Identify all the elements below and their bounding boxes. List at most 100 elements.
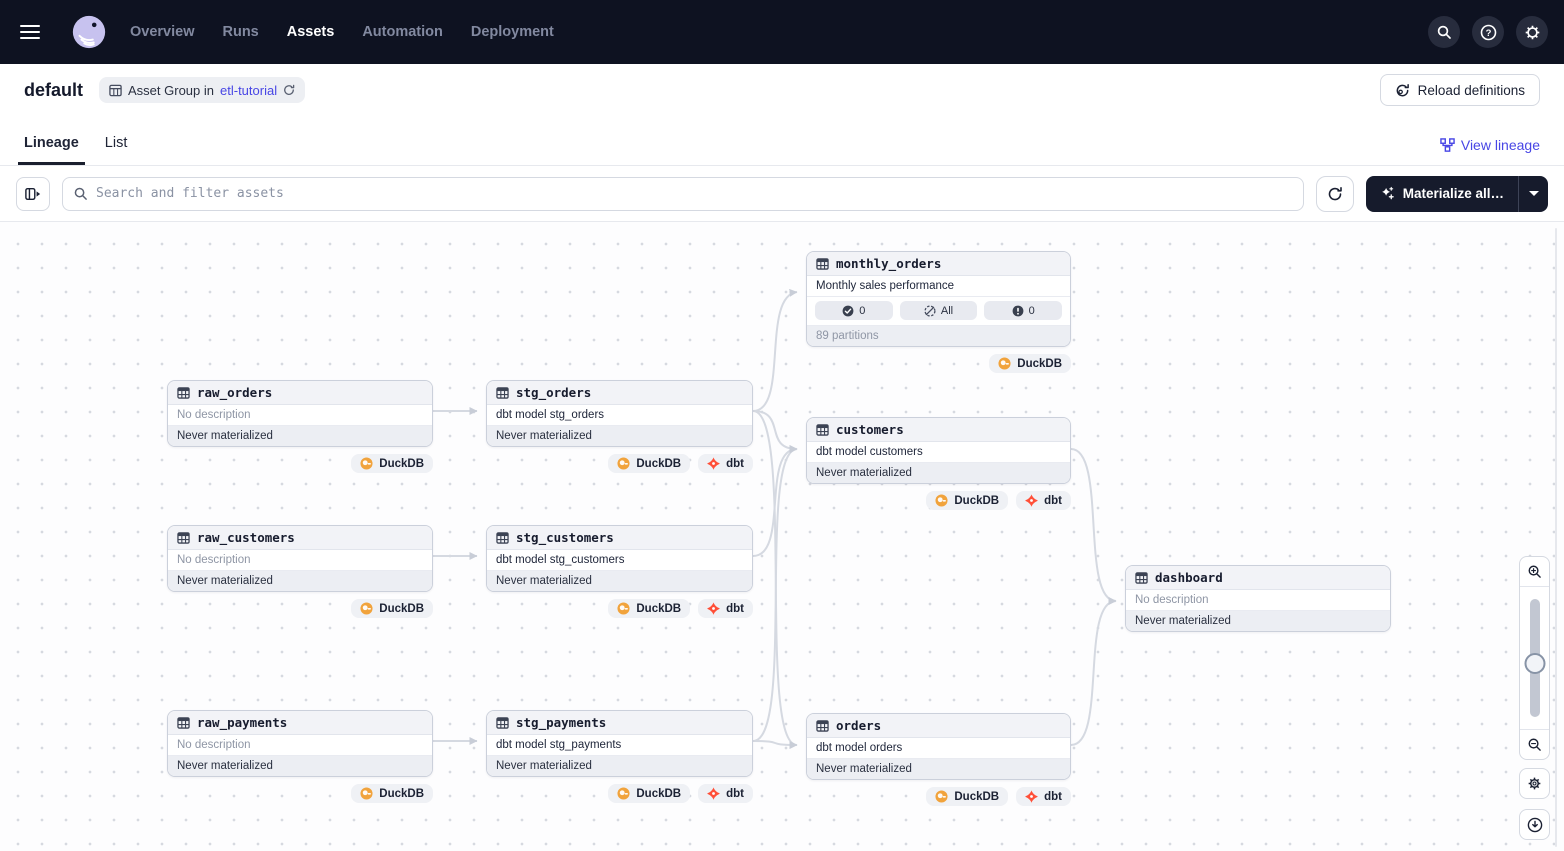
nav-automation[interactable]: Automation xyxy=(362,24,443,40)
toggle-sidebar-button[interactable] xyxy=(16,176,50,211)
duckdb-badge[interactable]: DuckDB xyxy=(926,491,1009,510)
duckdb-icon xyxy=(617,457,630,470)
page-title: default xyxy=(24,79,84,100)
duckdb-badge[interactable]: DuckDB xyxy=(926,787,1009,806)
asset-status: Never materialized xyxy=(168,426,432,446)
duckdb-badge[interactable]: DuckDB xyxy=(608,599,691,618)
dbt-label: dbt xyxy=(1044,790,1062,803)
duckdb-icon xyxy=(935,494,948,507)
materialize-dropdown-button[interactable] xyxy=(1518,175,1548,212)
failed-count: 0 xyxy=(1028,304,1035,317)
asset-group-badge: Asset Group in etl-tutorial xyxy=(99,77,306,103)
tab-list[interactable]: List xyxy=(104,135,128,151)
dbt-badge[interactable]: dbt xyxy=(1016,787,1071,806)
asset-node-raw_payments[interactable]: raw_payments No description Never materi… xyxy=(167,710,433,803)
dbt-badge[interactable]: dbt xyxy=(698,784,753,803)
dbt-badge[interactable]: dbt xyxy=(698,599,753,618)
asset-node-dashboard[interactable]: dashboard No description Never materiali… xyxy=(1125,565,1391,632)
duckdb-badge[interactable]: DuckDB xyxy=(989,354,1071,373)
reload-definitions-button[interactable]: Reload definitions xyxy=(1379,74,1540,106)
dbt-icon xyxy=(707,787,720,800)
asset-status: Never materialized xyxy=(807,759,1070,779)
download-view-button[interactable] xyxy=(1519,809,1550,840)
materialized-count: 0 xyxy=(859,304,866,317)
table-icon xyxy=(816,423,829,436)
check-circle-icon xyxy=(842,305,854,316)
zoom-slider-handle[interactable] xyxy=(1524,653,1545,674)
canvas-scrollbar[interactable] xyxy=(1555,228,1557,847)
asset-description: No description xyxy=(168,550,432,571)
search-button[interactable] xyxy=(1428,16,1460,48)
code-location-link[interactable]: etl-tutorial xyxy=(220,82,278,98)
asset-name: stg_orders xyxy=(516,385,592,400)
dbt-icon xyxy=(707,602,720,615)
nav-assets[interactable]: Assets xyxy=(286,24,335,40)
refresh-graph-button[interactable] xyxy=(1315,175,1354,212)
asset-description: No description xyxy=(1126,590,1390,611)
asset-node-customers[interactable]: customers dbt model customers Never mate… xyxy=(806,417,1071,510)
zoom-slider[interactable] xyxy=(1520,587,1549,729)
duckdb-badge[interactable]: DuckDB xyxy=(351,454,433,473)
nav-deployment[interactable]: Deployment xyxy=(470,24,554,40)
lineage-icon xyxy=(1440,137,1455,152)
materialize-all-button[interactable]: Materialize all… xyxy=(1366,176,1518,212)
asset-name: orders xyxy=(836,718,882,733)
asset-node-stg_payments[interactable]: stg_payments dbt model stg_payments Neve… xyxy=(486,710,753,803)
duckdb-label: DuckDB xyxy=(379,787,424,800)
hamburger-menu-icon[interactable] xyxy=(20,14,56,50)
asset-node-raw_customers[interactable]: raw_customers No description Never mater… xyxy=(167,525,433,618)
dagster-logo-icon[interactable] xyxy=(70,13,108,51)
asset-name: raw_orders xyxy=(197,385,273,400)
partitions-missing-badge[interactable]: All xyxy=(899,301,978,320)
asset-description: dbt model stg_customers xyxy=(487,550,752,571)
materialize-all-button-group: Materialize all… xyxy=(1365,175,1548,212)
dbt-badge[interactable]: dbt xyxy=(1016,491,1071,510)
asset-search-bar[interactable] xyxy=(62,176,1304,211)
duckdb-badge[interactable]: DuckDB xyxy=(608,784,691,803)
search-input[interactable] xyxy=(96,186,1293,201)
table-icon xyxy=(109,84,122,96)
table-icon xyxy=(496,716,509,729)
asset-node-stg_customers[interactable]: stg_customers dbt model stg_customers Ne… xyxy=(486,525,753,618)
asset-node-raw_orders[interactable]: raw_orders No description Never material… xyxy=(167,380,433,473)
page-header: default Asset Group in etl-tutorial Relo… xyxy=(0,64,1564,116)
duckdb-badge[interactable]: DuckDB xyxy=(608,454,691,473)
partitions-failed-badge[interactable]: 0 xyxy=(984,301,1063,320)
table-icon xyxy=(1135,571,1148,584)
gear-icon xyxy=(1525,25,1539,39)
duckdb-icon xyxy=(360,787,373,800)
nav-overview[interactable]: Overview xyxy=(130,24,195,40)
chevron-down-icon xyxy=(1528,191,1539,196)
view-lineage-link[interactable]: View lineage xyxy=(1440,137,1540,153)
duckdb-badge[interactable]: DuckDB xyxy=(351,784,433,803)
graph-settings-button[interactable] xyxy=(1519,768,1550,799)
zoom-out-button[interactable] xyxy=(1520,729,1549,759)
asset-name: stg_customers xyxy=(516,530,614,545)
duckdb-badge[interactable]: DuckDB xyxy=(351,599,433,618)
primary-nav: Overview Runs Assets Automation Deployme… xyxy=(130,24,554,40)
refresh-icon[interactable] xyxy=(283,84,295,96)
asset-node-monthly_orders[interactable]: monthly_orders Monthly sales performance… xyxy=(806,251,1071,373)
asset-status: Never materialized xyxy=(487,571,752,591)
settings-button[interactable] xyxy=(1516,16,1548,48)
asset-status: Never materialized xyxy=(807,463,1070,483)
asset-node-stg_orders[interactable]: stg_orders dbt model stg_orders Never ma… xyxy=(486,380,753,473)
asset-name: raw_payments xyxy=(197,715,288,730)
zoom-in-icon xyxy=(1528,565,1541,578)
asset-node-orders[interactable]: orders dbt model orders Never materializ… xyxy=(806,713,1071,806)
help-button[interactable]: ? xyxy=(1472,16,1504,48)
dbt-badge[interactable]: dbt xyxy=(698,454,753,473)
lineage-graph-canvas[interactable]: monthly_orders Monthly sales performance… xyxy=(0,222,1564,851)
asset-status: Never materialized xyxy=(1126,611,1390,631)
panel-toggle-icon xyxy=(25,187,41,200)
sparkle-icon xyxy=(1381,186,1394,200)
dbt-icon xyxy=(707,457,720,470)
zoom-in-button[interactable] xyxy=(1520,557,1549,587)
tab-lineage[interactable]: Lineage xyxy=(18,135,85,165)
asset-description: No description xyxy=(168,735,432,756)
asset-description: dbt model orders xyxy=(807,738,1070,759)
top-navigation: Overview Runs Assets Automation Deployme… xyxy=(0,0,1564,64)
partitions-materialized-badge[interactable]: 0 xyxy=(815,301,893,320)
nav-runs[interactable]: Runs xyxy=(222,24,259,40)
table-icon xyxy=(496,386,509,399)
